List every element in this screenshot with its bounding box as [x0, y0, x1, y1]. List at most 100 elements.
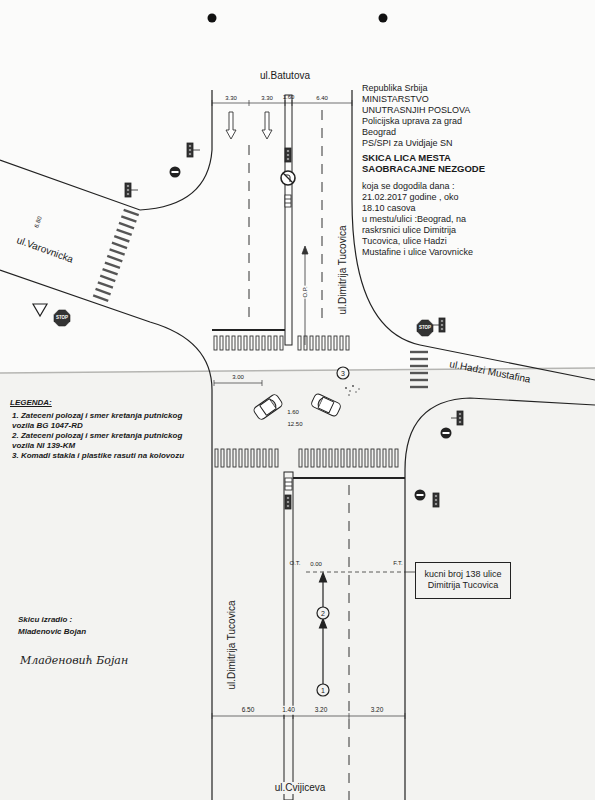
crosswalk [389, 449, 392, 467]
crosswalk [346, 336, 349, 350]
dimension-line [214, 383, 262, 384]
crosswalk [103, 269, 118, 274]
dimension-line [212, 716, 405, 717]
bollard [285, 486, 292, 487]
traffic-light [435, 495, 438, 498]
vehicle-path [320, 619, 327, 628]
crosswalk [395, 449, 398, 467]
crosswalk [232, 336, 235, 350]
crosswalk [239, 449, 242, 467]
crosswalk [317, 449, 320, 467]
crosswalk [107, 256, 122, 261]
traffic-light [187, 143, 200, 157]
dimension-line [262, 380, 263, 386]
lane-line [249, 110, 349, 800]
yield-sign [33, 304, 47, 316]
lane-arrow [262, 112, 272, 139]
crosswalk [215, 449, 218, 467]
no-entry-sign [443, 432, 450, 434]
traffic-light [459, 413, 462, 416]
header-line: MINISTARSTVO [362, 95, 429, 104]
lane-line [322, 110, 323, 325]
crosswalk [310, 336, 313, 350]
crosswalk [334, 336, 337, 350]
crosswalk [262, 336, 265, 350]
glass-debris [352, 385, 354, 387]
dimension-label: 3.00 [232, 374, 244, 380]
prohibition-sign [283, 173, 293, 183]
crosswalk [299, 449, 302, 467]
dimension-line [212, 100, 213, 106]
dimension-line [405, 713, 406, 719]
legend-entry: 3. Komadi stakla i plastike rasuti na ko… [12, 451, 190, 461]
vehicle [270, 398, 277, 407]
author-name: Mladenovic Bojan [18, 628, 86, 636]
bollard [285, 478, 292, 490]
no-entry-sign [441, 428, 452, 439]
prohibition-sign [281, 171, 295, 185]
traffic-light [189, 145, 192, 148]
crosswalk [322, 336, 325, 350]
traffic-light [433, 493, 439, 507]
vehicle-path [322, 627, 323, 684]
traffic-light [287, 497, 290, 500]
no-entry-sign [415, 490, 426, 501]
crosswalk [329, 449, 332, 467]
traffic-light [459, 421, 462, 424]
yield-sign [33, 304, 47, 316]
vehicle-path [320, 573, 327, 582]
sign-text: STOP [419, 326, 431, 331]
crosswalk [263, 449, 266, 467]
lane-line [249, 145, 250, 325]
crosswalk [226, 336, 229, 350]
paper-sheet [379, 14, 388, 23]
traffic-light [451, 411, 463, 425]
crosswalk [96, 289, 111, 294]
paper-sheet [0, 368, 595, 800]
crosswalk [280, 336, 283, 350]
lane-arrow [226, 112, 236, 139]
traffic-light [441, 324, 444, 327]
reference-line [306, 572, 405, 573]
glass-debris [358, 388, 359, 389]
crosswalk [112, 243, 127, 248]
traffic-light [435, 503, 438, 506]
traffic-light [193, 150, 200, 151]
traffic-light [287, 501, 290, 504]
legend-heading: LEGENDA: [10, 399, 52, 407]
vehicle-path [322, 581, 323, 607]
traffic-light [287, 150, 290, 153]
bollard [285, 203, 291, 204]
dimension-label: 6.50 [242, 707, 255, 714]
crosswalk [410, 358, 428, 360]
lane-line [349, 485, 350, 800]
crosswalk [365, 449, 368, 467]
vehicle [317, 397, 323, 407]
traffic-light [287, 154, 290, 157]
reference-line [302, 246, 308, 254]
traffic-light [433, 318, 445, 332]
incident-line: u mestu/ulici :Beograd, na [362, 215, 466, 224]
traffic-light [441, 328, 444, 331]
crosswalk [220, 336, 223, 350]
vehicle [310, 393, 341, 418]
paper-sheet [0, 0, 595, 382]
glass-debris [345, 387, 347, 389]
crosswalk [221, 449, 224, 467]
dimension-label: 1.40 [281, 706, 296, 715]
header-line: PS/SPI za Uvidjaje SN [362, 139, 453, 148]
crosswalk [316, 336, 319, 350]
traffic-light [127, 189, 130, 192]
crosswalk [121, 216, 136, 221]
traffic-light [457, 411, 463, 425]
reference-label: 0.00 [310, 561, 322, 567]
crosswalk [110, 249, 125, 254]
traffic-light [187, 143, 193, 157]
crosswalk [251, 449, 254, 467]
dimension-line [214, 380, 215, 386]
incident-line: Mustafine i ulice Varovnicke [362, 248, 473, 257]
sign-text: STOP [56, 316, 68, 321]
crosswalk [244, 336, 247, 350]
dimension-line [212, 713, 213, 719]
